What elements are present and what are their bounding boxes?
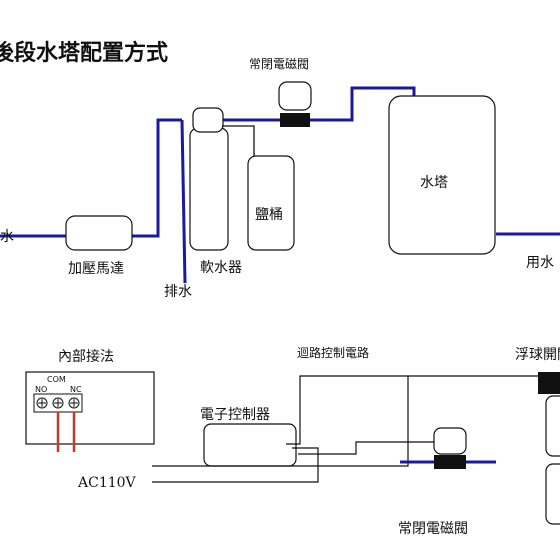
control-circuit xyxy=(152,375,560,483)
lower-solenoid-coil xyxy=(433,427,467,455)
electronic-controller xyxy=(203,423,297,467)
power-label: AC110V xyxy=(77,475,137,491)
upper-solenoid-body xyxy=(280,113,310,127)
booster-pump-label: 加壓馬達 xyxy=(68,261,124,277)
water-tower xyxy=(388,95,496,255)
drain-pipe xyxy=(180,119,187,284)
softener-valve-head xyxy=(192,107,224,133)
diagram-title: 後段水塔配置方式 xyxy=(0,40,168,66)
circuit-label: 迴路控制電路 xyxy=(297,345,369,360)
outlet-label: 用水 xyxy=(526,255,554,271)
controller-label: 電子控制器 xyxy=(200,407,270,423)
internal-wiring-label: 內部接法 xyxy=(58,348,114,365)
booster-pump xyxy=(65,215,133,251)
lower-tank-upper xyxy=(545,395,560,457)
terminal-no-label: NO xyxy=(35,385,47,394)
brine-tank-label: 鹽桶 xyxy=(255,207,283,223)
drain-label: 排水 xyxy=(164,284,192,300)
lower-solenoid-body xyxy=(434,455,466,469)
pump-to-softener-pipe xyxy=(132,118,182,238)
upper-solenoid-coil xyxy=(278,81,312,111)
terminal-nc-label: NC xyxy=(70,385,82,394)
tower-feed-pipe xyxy=(222,86,416,122)
inlet-label: 原水 xyxy=(0,229,14,245)
brine-tank xyxy=(247,155,295,251)
softener-tank xyxy=(189,127,229,251)
lower-solenoid-label: 常閉電磁閥 xyxy=(398,521,468,537)
softener-label: 軟水器 xyxy=(200,260,242,276)
upper-solenoid-label: 常閉電磁閥 xyxy=(249,56,309,71)
terminal-com-label: COM xyxy=(47,375,66,384)
float-switch xyxy=(538,372,560,394)
water-tower-label: 水塔 xyxy=(420,175,448,191)
lower-tank-lower xyxy=(545,463,560,525)
float-switch-label: 浮球開關 xyxy=(515,347,560,363)
terminal-screws xyxy=(36,397,80,409)
